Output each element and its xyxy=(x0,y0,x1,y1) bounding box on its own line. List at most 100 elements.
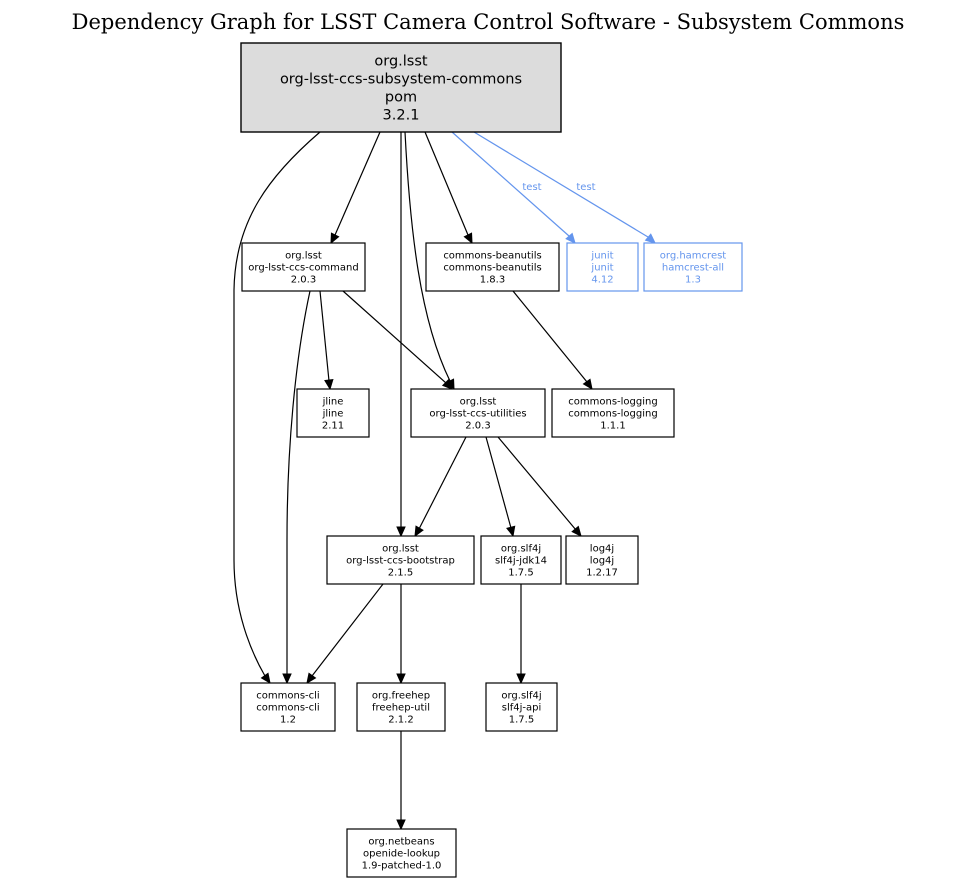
node-version: 1.2.17 xyxy=(586,568,618,579)
node-group-id: org.lsst xyxy=(460,397,497,408)
edge-utilities-to-log4j xyxy=(497,436,582,537)
edge-beanutils-to-logging xyxy=(512,290,593,391)
node-box xyxy=(643,242,743,292)
edge-line xyxy=(334,131,381,236)
arrowhead-icon xyxy=(644,233,656,244)
node-box xyxy=(566,242,639,292)
node-version: 1.8.3 xyxy=(480,275,505,286)
edges-layer: test test xyxy=(233,131,656,831)
node-artifact-id: jline xyxy=(322,409,344,420)
node-artifact-id: log4j xyxy=(590,556,614,567)
node-box xyxy=(410,388,546,438)
arrowhead-icon xyxy=(396,673,406,685)
node-netbeans[interactable]: org.netbeansopenide-lookup1.9-patched-1.… xyxy=(346,828,457,878)
node-artifact-id: junit xyxy=(590,263,613,274)
node-group-id: org.lsst xyxy=(374,54,428,70)
edge-scope-label: test xyxy=(522,182,541,193)
edge-root-to-junit: test xyxy=(451,131,576,244)
node-version: 1.9-patched-1.0 xyxy=(362,861,442,872)
graph-title: Dependency Graph for LSST Camera Control… xyxy=(72,10,905,34)
edge-line xyxy=(512,290,588,383)
edge-line xyxy=(497,436,577,531)
edge-root-to-bootstrap xyxy=(396,132,406,538)
node-box xyxy=(356,682,446,732)
edge-line xyxy=(485,436,512,529)
node-group-id: junit xyxy=(590,251,613,262)
edge-root-to-beanutils xyxy=(424,131,473,245)
node-artifact-id: commons-logging xyxy=(568,409,657,420)
arrowhead-icon xyxy=(330,232,340,245)
node-box xyxy=(346,828,457,878)
edge-line xyxy=(418,436,467,530)
edge-line xyxy=(233,131,321,677)
node-artifact-id: org-lsst-ccs-subsystem-commons xyxy=(280,72,522,88)
node-group-id: org.slf4j xyxy=(501,691,541,702)
node-group-id: org.slf4j xyxy=(501,544,541,555)
node-version: 1.7.5 xyxy=(509,715,534,726)
edge-line xyxy=(473,131,649,238)
node-version: 2.0.3 xyxy=(291,275,316,286)
edge-line xyxy=(404,131,451,382)
node-artifact-id: org-lsst-ccs-bootstrap xyxy=(346,556,455,567)
node-version: 4.12 xyxy=(591,275,613,286)
node-artifact-id: commons-beanutils xyxy=(443,263,541,274)
arrowhead-icon xyxy=(396,526,406,538)
node-group-id: org.lsst xyxy=(382,544,419,555)
node-artifact-id: freehep-util xyxy=(372,703,430,714)
node-box xyxy=(296,388,370,438)
arrowhead-icon xyxy=(565,232,576,244)
edge-scope-label: test xyxy=(576,182,595,193)
node-version: 2.1.2 xyxy=(388,715,413,726)
edge-command-to-cli xyxy=(282,290,311,685)
node-group-id: org.lsst xyxy=(285,251,322,262)
edge-line xyxy=(424,131,469,236)
node-version: 2.11 xyxy=(322,421,344,432)
node-box xyxy=(326,535,475,585)
edge-line xyxy=(319,290,330,382)
edge-command-to-jline xyxy=(319,290,334,391)
edge-line xyxy=(311,583,384,677)
edge-slf4jjdk-to-slf4japi xyxy=(516,584,526,685)
node-root[interactable]: org.lsstorg-lsst-ccs-subsystem-commonspo… xyxy=(240,42,562,133)
edge-bootstrap-to-freehep xyxy=(396,584,406,685)
node-box xyxy=(565,535,639,585)
edge-utilities-to-bootstrap xyxy=(414,436,467,538)
arrowhead-icon xyxy=(414,525,424,538)
arrowhead-icon xyxy=(506,525,516,538)
edge-line xyxy=(286,290,311,675)
node-version: 2.0.3 xyxy=(465,421,490,432)
edge-bootstrap-to-cli xyxy=(306,583,384,685)
arrowhead-icon xyxy=(324,378,334,391)
edge-freehep-to-netbeans xyxy=(396,731,406,831)
node-group-id: commons-logging xyxy=(568,397,657,408)
edge-root-to-command xyxy=(330,131,381,245)
node-artifact-id: slf4j-jdk14 xyxy=(495,556,547,567)
node-group-id: org.freehep xyxy=(372,691,430,702)
node-group-id: org.hamcrest xyxy=(660,251,727,262)
node-version: 1.3 xyxy=(685,275,701,286)
edge-root-to-cli xyxy=(233,131,321,685)
arrowhead-icon xyxy=(516,673,526,685)
node-box xyxy=(240,682,336,732)
node-version: 1.7.5 xyxy=(508,568,533,579)
node-box xyxy=(425,242,560,292)
node-artifact-id: commons-cli xyxy=(256,703,319,714)
node-version: 3.2.1 xyxy=(383,108,420,124)
edge-command-to-utilities xyxy=(342,290,453,390)
node-version: 1.2 xyxy=(280,715,296,726)
edge-line xyxy=(451,131,570,237)
node-artifact-id: org-lsst-ccs-utilities xyxy=(429,409,526,420)
